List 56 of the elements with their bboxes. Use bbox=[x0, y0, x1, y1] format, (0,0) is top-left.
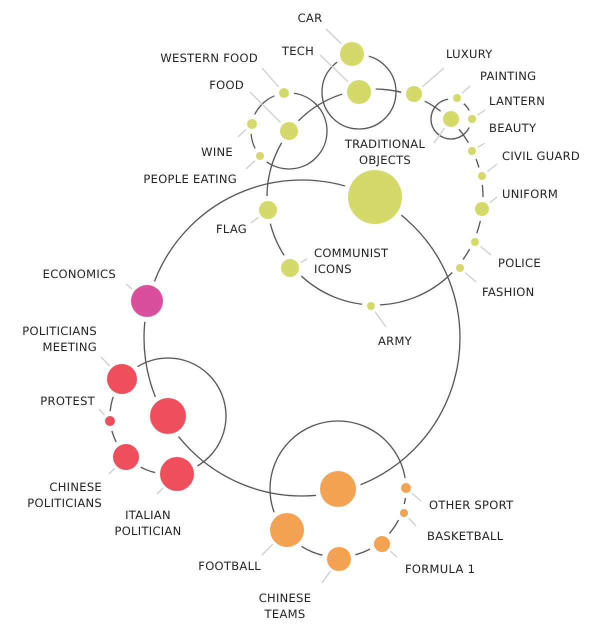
leader-line bbox=[262, 68, 280, 88]
topic-label: FORMULA 1 bbox=[405, 561, 485, 577]
topic-label: UNIFORM bbox=[502, 186, 582, 202]
topic-label: FASHION bbox=[482, 284, 562, 300]
topic-label: PEOPLE EATING bbox=[117, 171, 237, 187]
topic-label: WESTERN FOOD bbox=[118, 50, 258, 66]
leader-line bbox=[321, 570, 331, 584]
leader-line bbox=[408, 518, 416, 526]
leader-line bbox=[250, 216, 259, 224]
topic-label: ITALIAN POLITICIAN bbox=[103, 507, 193, 539]
leader-line bbox=[320, 54, 349, 82]
topic-label: BEAUTY bbox=[489, 120, 569, 136]
topic-label: LUXURY bbox=[446, 46, 526, 62]
topic-label: CIVIL GUARD bbox=[502, 148, 589, 164]
leader-line bbox=[422, 68, 444, 88]
topic-label: COMMUNIST ICONS bbox=[314, 245, 414, 277]
leader-line bbox=[374, 311, 387, 328]
topic-label: POLICE bbox=[498, 255, 568, 271]
leader-line bbox=[462, 86, 470, 94]
topic-label: PROTEST bbox=[15, 393, 95, 409]
leader-line bbox=[156, 488, 164, 494]
leader-line bbox=[477, 109, 486, 116]
topic-label: PAINTING bbox=[480, 68, 560, 84]
leader-line bbox=[126, 284, 133, 290]
leader-line bbox=[480, 246, 492, 256]
leader-line bbox=[98, 408, 106, 416]
topic-label: LANTERN bbox=[489, 93, 569, 109]
leader-line bbox=[489, 196, 498, 204]
leader-line bbox=[478, 142, 486, 148]
topic-label: TECH bbox=[268, 43, 328, 59]
topic-label: FOOD bbox=[184, 77, 244, 93]
leader-line bbox=[108, 468, 116, 474]
leader-line bbox=[433, 128, 446, 144]
leader-line bbox=[412, 492, 422, 502]
topic-label: WINE bbox=[173, 144, 233, 160]
leader-line bbox=[250, 92, 281, 123]
topic-label: ECONOMICS bbox=[16, 266, 116, 282]
leader-line bbox=[238, 128, 247, 138]
topic-label: CHINESE POLITICIANS bbox=[12, 479, 102, 511]
topic-label: BASKETBALL bbox=[427, 528, 527, 544]
leader-line bbox=[246, 160, 256, 170]
topic-label: TRADITIONAL OBJECTS bbox=[330, 136, 440, 168]
topic-label: CAR bbox=[280, 10, 340, 26]
topic-label: POLITICIANS MEETING bbox=[0, 323, 97, 355]
topic-label: FOOTBALL bbox=[171, 558, 261, 574]
topic-label: FLAG bbox=[187, 221, 247, 237]
leader-line bbox=[100, 356, 110, 366]
leader-line bbox=[464, 272, 476, 282]
leader-line bbox=[262, 544, 274, 556]
topic-label: CHINESE TEAMS bbox=[245, 590, 325, 622]
leader-line bbox=[326, 28, 342, 44]
leader-line bbox=[300, 258, 308, 263]
topic-label: OTHER SPORT bbox=[429, 497, 529, 513]
leader-line bbox=[487, 164, 498, 172]
leader-line bbox=[390, 550, 398, 558]
topic-label: ARMY bbox=[365, 333, 425, 349]
